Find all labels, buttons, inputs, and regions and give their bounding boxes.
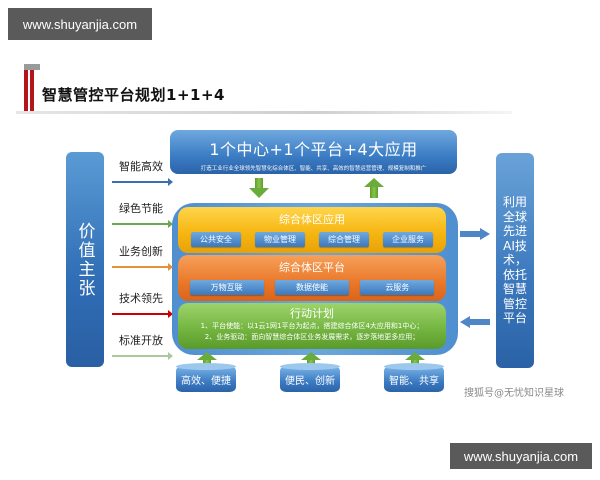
page-title: 智慧管控平台规划1+1+4 bbox=[42, 86, 225, 104]
pillar-innovation: 便民、创新 bbox=[280, 363, 340, 392]
chip-integrated-management: 综合管理 bbox=[319, 232, 369, 247]
arrow-up-icon bbox=[364, 178, 384, 198]
application-layer: 综合体区应用 公共安全 物业管理 综合管理 企业服务 bbox=[178, 207, 446, 253]
arrow-right-icon bbox=[112, 220, 173, 228]
arrow-right-icon bbox=[112, 263, 173, 271]
pillar-efficiency: 高效、便捷 bbox=[176, 363, 236, 392]
chip-cloud-services: 云服务 bbox=[360, 280, 435, 295]
value-item-label: 业务创新 bbox=[119, 245, 163, 258]
value-item-0: 智能高效 bbox=[112, 158, 173, 186]
chip-iot: 万物互联 bbox=[189, 280, 264, 295]
main-layer-container: 综合体区应用 公共安全 物业管理 综合管理 企业服务 综合体区平台 万物互联 数… bbox=[172, 203, 458, 355]
source-watermark: 搜狐号@无忧知识星球 bbox=[464, 388, 564, 399]
chip-public-safety: 公共安全 bbox=[191, 232, 241, 247]
value-item-label: 智能高效 bbox=[119, 160, 163, 173]
watermark-bottom: www.shuyanjia.com bbox=[450, 443, 592, 469]
value-item-label: 绿色节能 bbox=[119, 202, 163, 215]
value-item-1: 绿色节能 bbox=[112, 200, 173, 228]
action-plan-line-1: 1、平台使能：以1云1网1平台为起点，搭建综合体区4大应用和1中心； bbox=[200, 322, 424, 330]
action-plan-layer: 行动计划 1、平台使能：以1云1网1平台为起点，搭建综合体区4大应用和1中心； … bbox=[178, 303, 446, 349]
value-item-2: 业务创新 bbox=[112, 243, 173, 271]
arrow-left-icon bbox=[460, 316, 490, 328]
top-summary-title: 1个中心+1个平台+4大应用 bbox=[209, 140, 418, 159]
value-item-4: 标准开放 bbox=[112, 332, 173, 360]
ai-technology-box: 利用全球先进AI技术，依托智慧管控平台 bbox=[496, 153, 534, 368]
action-plan-title: 行动计划 bbox=[290, 307, 334, 320]
chip-property-management: 物业管理 bbox=[255, 232, 305, 247]
arrow-right-icon bbox=[112, 310, 173, 318]
value-item-3: 技术领先 bbox=[112, 290, 173, 318]
value-proposition-box: 价值主张 bbox=[66, 152, 104, 367]
arrow-right-icon bbox=[460, 228, 490, 240]
header-accent-cap bbox=[24, 64, 40, 70]
watermark-top: www.shuyanjia.com bbox=[8, 8, 152, 40]
platform-layer-title: 综合体区平台 bbox=[279, 261, 345, 274]
header-accent-bar bbox=[24, 70, 36, 112]
arrow-down-icon bbox=[249, 178, 269, 198]
chip-data-enablement: 数据使能 bbox=[274, 280, 349, 295]
ai-technology-text: 利用全球先进AI技术，依托智慧管控平台 bbox=[502, 195, 527, 326]
value-proposition-title: 价值主张 bbox=[74, 221, 95, 298]
application-layer-title: 综合体区应用 bbox=[279, 213, 345, 226]
arrow-right-icon bbox=[112, 352, 173, 360]
action-plan-line-2: 2、业务驱动：面向智慧综合体区业务发展需求，逐步落地更多应用； bbox=[204, 333, 420, 341]
top-summary-box: 1个中心+1个平台+4大应用 打造工业行业全球领先智慧化综合体区、智能、共享、高… bbox=[170, 130, 457, 174]
top-summary-subtitle: 打造工业行业全球领先智慧化综合体区、智能、共享、高效的智慧运营管理、规模复制和推… bbox=[200, 166, 427, 172]
chip-enterprise-services: 企业服务 bbox=[383, 232, 433, 247]
header-divider bbox=[16, 111, 512, 114]
value-item-label: 标准开放 bbox=[119, 334, 163, 347]
value-item-label: 技术领先 bbox=[119, 292, 163, 305]
pillar-sharing: 智能、共享 bbox=[384, 363, 444, 392]
arrow-right-icon bbox=[112, 178, 173, 186]
platform-layer: 综合体区平台 万物互联 数据使能 云服务 bbox=[178, 255, 446, 301]
